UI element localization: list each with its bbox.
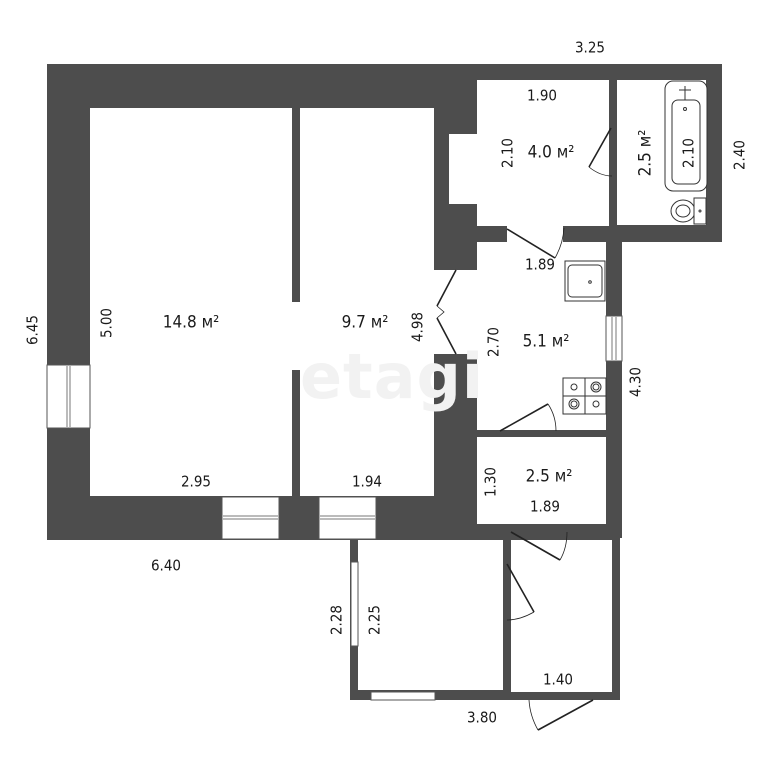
outer-dim-right-top: 2.40 (730, 139, 749, 171)
outer-dim-bottom-main: 6.40 (150, 556, 182, 575)
windows (46, 315, 623, 701)
room-medium-area: 9.7 м² (341, 312, 389, 333)
kitchen-height: 2.70 (484, 326, 503, 358)
window-porch-bottom (370, 691, 436, 701)
room-hall-area: 4.0 м² (527, 142, 575, 163)
room-large-area: 14.8 м² (162, 312, 220, 333)
bathroom-height: 2.10 (679, 137, 698, 169)
fixtures (562, 80, 708, 415)
room-hall-height: 2.10 (498, 137, 517, 169)
watermark: etagi (300, 340, 485, 413)
doors (436, 127, 613, 731)
outer-dim-bottom-porch: 3.80 (466, 708, 498, 727)
small-room-width: 1.89 (529, 497, 561, 516)
window-left (46, 364, 91, 429)
outer-dim-top: 3.25 (574, 38, 606, 57)
floors (90, 80, 706, 692)
room-medium-width: 1.94 (351, 472, 383, 491)
window-bottom-1 (221, 496, 280, 540)
small-room-area: 2.5 м² (525, 466, 573, 487)
bathroom-area: 2.5 м² (635, 129, 656, 177)
room-medium-height: 4.98 (408, 311, 427, 343)
porch-right-width: 1.40 (542, 670, 574, 689)
room-large-width: 2.95 (180, 472, 212, 491)
room-hall-width: 1.90 (526, 86, 558, 105)
window-kitchen (605, 315, 623, 362)
outer-dim-right-middle: 4.30 (626, 366, 645, 398)
kitchen-area: 5.1 м² (522, 331, 570, 352)
room-large-height: 5.00 (97, 307, 116, 339)
window-bottom-2 (318, 496, 377, 540)
outer-dim-left: 6.45 (23, 314, 42, 346)
porch-left-height: 2.25 (365, 604, 384, 636)
small-room-height: 1.30 (481, 466, 500, 498)
porch-left-outer-height: 2.28 (327, 604, 346, 636)
kitchen-width: 1.89 (524, 255, 556, 274)
window-porch-side (350, 561, 359, 647)
